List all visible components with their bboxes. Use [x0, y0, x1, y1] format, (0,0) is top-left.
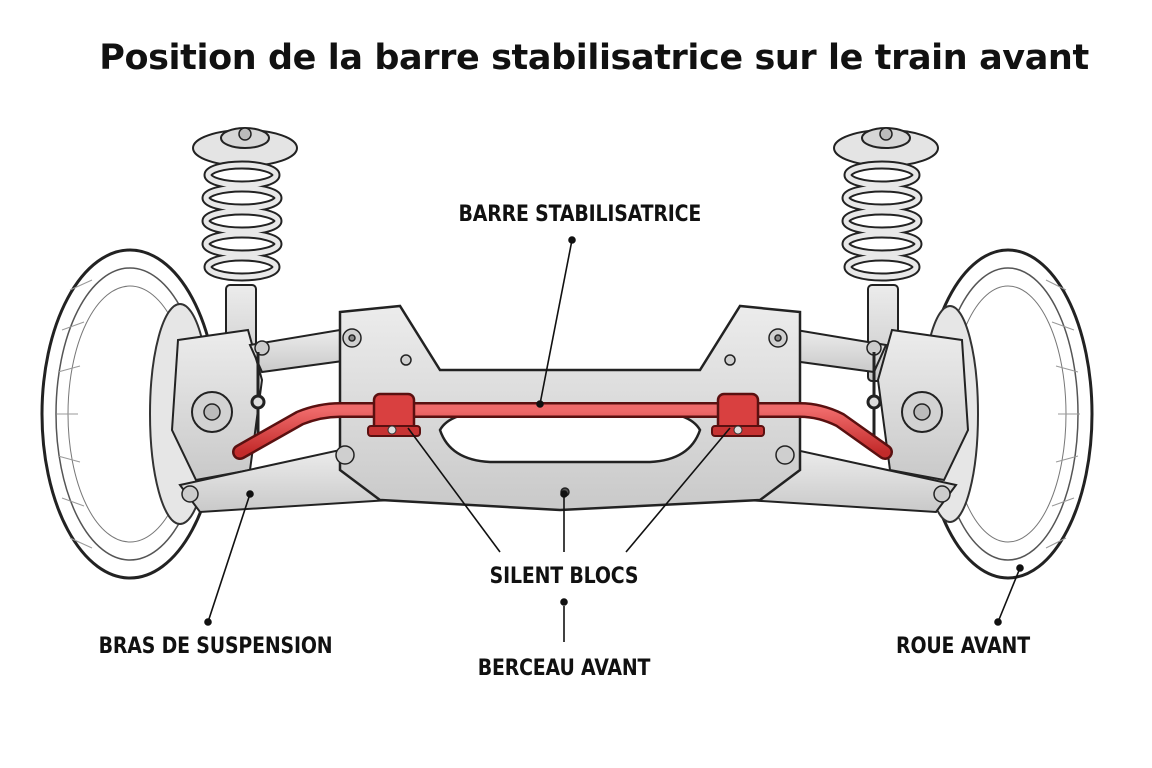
leader-lines	[204, 236, 1024, 642]
label-silent-blocks: SILENT BLOCS	[489, 564, 639, 589]
silent-block-right	[711, 392, 765, 437]
label-control-arm: BRAS DE SUSPENSION	[98, 634, 333, 659]
stabilizer-bar	[232, 402, 893, 460]
silent-block-left	[367, 392, 421, 437]
label-subframe: BERCEAU AVANT	[477, 656, 651, 681]
right-knuckle	[876, 328, 970, 482]
left-knuckle	[170, 328, 264, 482]
stabilizer-links	[250, 352, 882, 440]
diagram-title: Position de la barre stabilisatrice sur …	[99, 38, 1089, 78]
label-stabilizer-bar: BARRE STABILISATRICE	[458, 202, 702, 227]
label-front-wheel: ROUE AVANT	[896, 634, 1030, 659]
